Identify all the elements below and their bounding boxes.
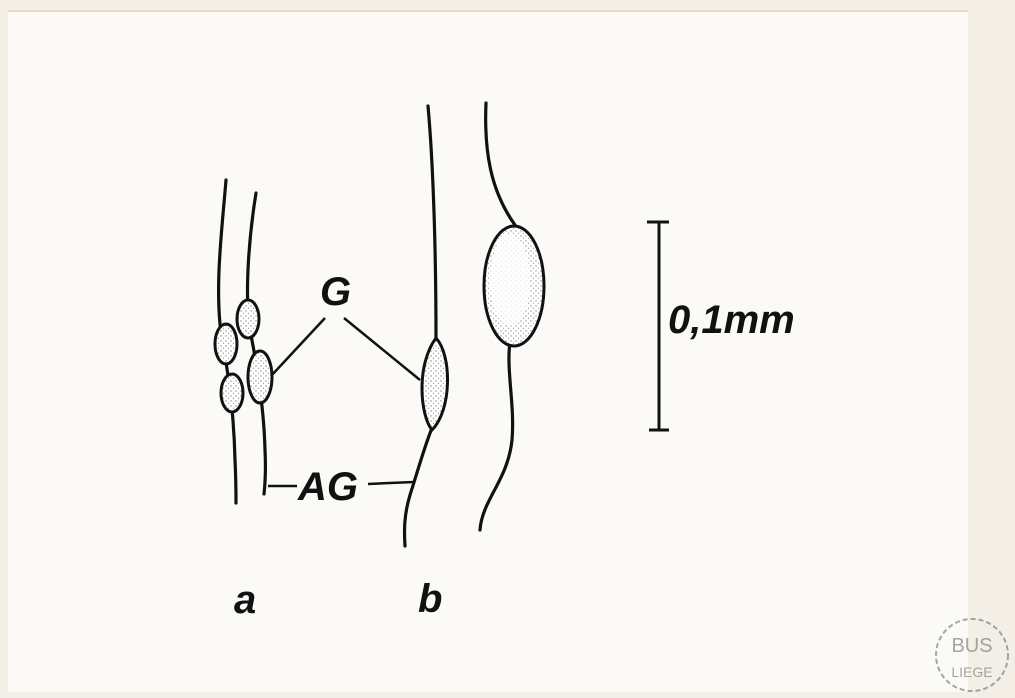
stamp-line1: BUS: [951, 635, 992, 657]
hypha-a-right: [248, 193, 266, 494]
scale-bar: [647, 222, 669, 430]
label-a: a: [234, 578, 256, 622]
ag-pointer-right: [368, 482, 414, 484]
g-pointer-left: [271, 318, 325, 376]
swelling-b-small: [422, 338, 448, 430]
label-ag: AG: [297, 465, 358, 509]
swelling-b-large: [484, 226, 544, 346]
hypha-b-left: [405, 106, 436, 546]
stamp-line2: LIEGE: [951, 664, 992, 680]
label-b: b: [418, 577, 442, 621]
swellings-a: [215, 300, 272, 412]
g-pointer-right: [344, 318, 420, 380]
label-scale: 0,1mm: [668, 298, 795, 342]
library-stamp: BUS LIEGE: [936, 619, 1008, 691]
label-g: G: [320, 270, 351, 314]
